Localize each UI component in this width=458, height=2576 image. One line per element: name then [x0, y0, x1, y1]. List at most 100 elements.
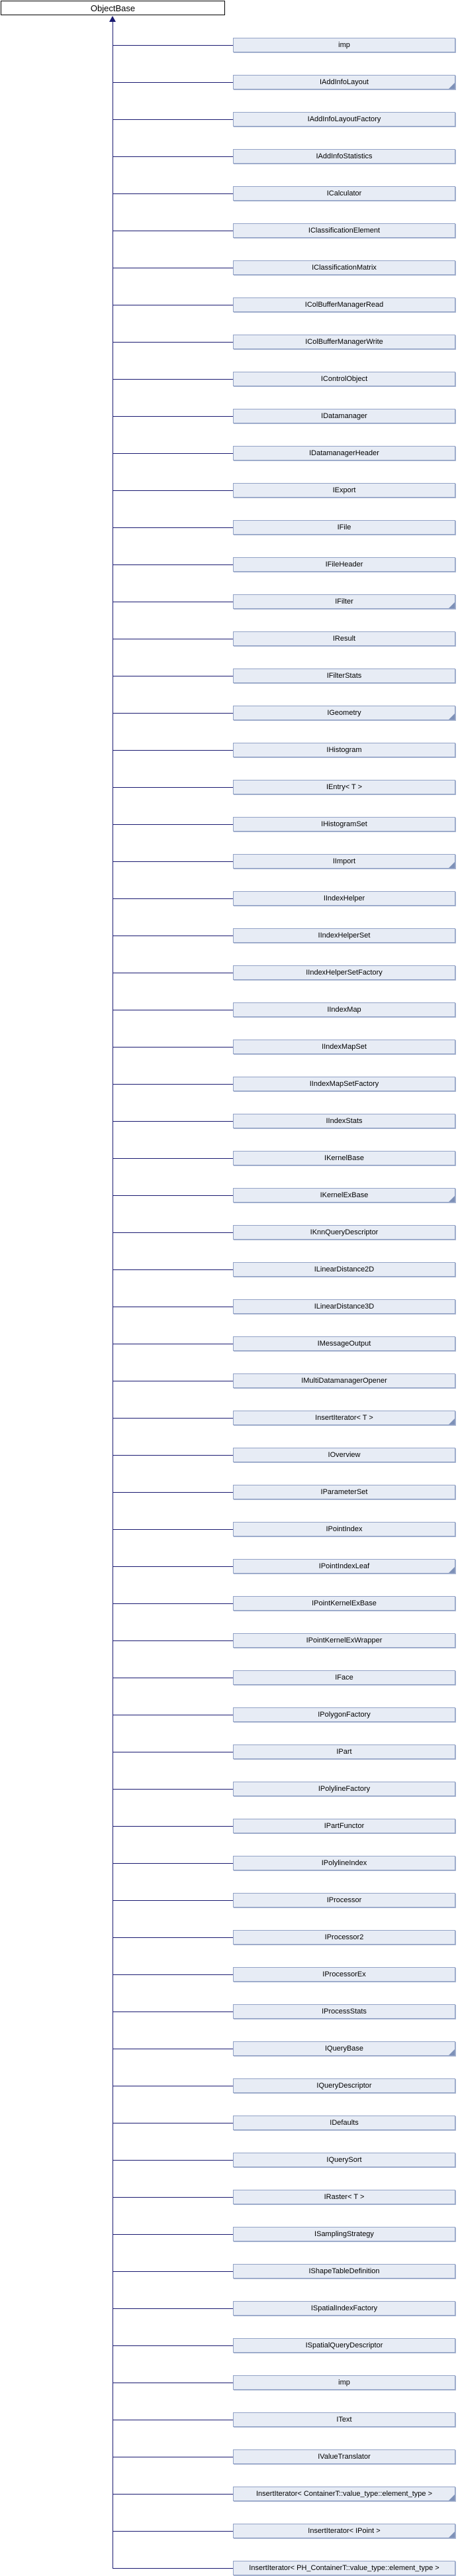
class-node[interactable]: IPointIndex [233, 1522, 455, 1536]
class-node[interactable]: ISpatialIndexFactory [233, 2301, 455, 2316]
class-node[interactable]: IMultiDatamanagerOpener [233, 1373, 455, 1388]
has-descendants-corner-icon [449, 2049, 455, 2055]
class-node[interactable]: IKernelBase [233, 1151, 455, 1165]
class-node[interactable]: InsertIterator< PH_ContainerT::value_typ… [233, 2561, 455, 2575]
class-node[interactable]: IDatamanager [233, 409, 455, 423]
class-node[interactable]: IGeometry [233, 706, 455, 720]
class-node[interactable]: IIndexHelper [233, 891, 455, 906]
class-node[interactable]: IIndexHelperSetFactory [233, 965, 455, 980]
class-node[interactable]: InsertIterator< IPoint > [233, 2524, 455, 2538]
class-node-label: IShapeTableDefinition [308, 2267, 380, 2275]
class-node[interactable]: IAddInfoLayoutFactory [233, 112, 455, 127]
class-node[interactable]: IResult [233, 631, 455, 646]
class-node[interactable]: InsertIterator< T > [233, 1411, 455, 1425]
class-node[interactable]: IFileHeader [233, 557, 455, 572]
class-node[interactable]: IProcessor2 [233, 1930, 455, 1945]
class-node[interactable]: IKernelExBase [233, 1188, 455, 1203]
branch-line [113, 453, 233, 454]
class-node-label: InsertIterator< T > [315, 1414, 373, 1422]
class-node-label: ILinearDistance2D [314, 1265, 375, 1273]
class-node[interactable]: IFile [233, 520, 455, 535]
class-node[interactable]: IIndexMapSetFactory [233, 1077, 455, 1091]
class-node[interactable]: IHistogramSet [233, 817, 455, 832]
class-node[interactable]: InsertIterator< ContainerT::value_type::… [233, 2487, 455, 2501]
class-node[interactable]: IPolygonFactory [233, 1707, 455, 1722]
branch-line [113, 379, 233, 380]
branch-line [113, 193, 233, 194]
class-node-label: IFace [335, 1674, 353, 1682]
class-node[interactable]: imp [233, 2375, 455, 2390]
class-node-label: IIndexMapSet [322, 1043, 367, 1051]
class-node[interactable]: IRaster< T > [233, 2190, 455, 2204]
class-node-label: IIndexStats [326, 1117, 363, 1125]
class-node[interactable]: IPointKernelExWrapper [233, 1633, 455, 1648]
class-node[interactable]: IMessageOutput [233, 1336, 455, 1351]
class-node-label: IColBufferManagerWrite [305, 338, 383, 346]
class-node-label: IOverview [328, 1451, 361, 1459]
class-node[interactable]: IFilter [233, 594, 455, 609]
branch-line [113, 713, 233, 714]
class-node[interactable]: IPointIndexLeaf [233, 1559, 455, 1574]
class-node-label: IFileHeader [325, 561, 363, 568]
class-node[interactable]: IClassificationMatrix [233, 260, 455, 275]
class-node-label: IPolygonFactory [318, 1711, 371, 1719]
class-node[interactable]: imp [233, 38, 455, 52]
class-node[interactable]: IIndexMap [233, 1002, 455, 1017]
class-node-label: IClassificationElement [308, 227, 381, 235]
class-node[interactable]: IFace [233, 1670, 455, 1685]
class-node[interactable]: IFilterStats [233, 669, 455, 683]
class-node[interactable]: IColBufferManagerWrite [233, 335, 455, 349]
class-node[interactable]: IPolylineIndex [233, 1856, 455, 1870]
class-node[interactable]: IImport [233, 854, 455, 869]
class-node[interactable]: IProcessorEx [233, 1967, 455, 1982]
branch-line [113, 119, 233, 120]
class-node-label: IQueryBase [324, 2045, 364, 2053]
class-node[interactable]: ISpatialQueryDescriptor [233, 2338, 455, 2353]
class-node[interactable]: IAddInfoStatistics [233, 149, 455, 164]
class-node[interactable]: IIndexHelperSet [233, 928, 455, 943]
class-node[interactable]: IValueTranslator [233, 2449, 455, 2464]
class-node[interactable]: IExport [233, 483, 455, 498]
class-node[interactable]: IColBufferManagerRead [233, 297, 455, 312]
class-node[interactable]: ILinearDistance3D [233, 1299, 455, 1314]
class-node-label: ISpatialQueryDescriptor [305, 2341, 383, 2349]
branch-line [113, 898, 233, 899]
class-node-label: IEntry< T > [326, 783, 362, 791]
branch-line [113, 1603, 233, 1604]
class-node[interactable]: IDatamanagerHeader [233, 446, 455, 460]
class-node[interactable]: IProcessor [233, 1893, 455, 1907]
class-node[interactable]: IEntry< T > [233, 780, 455, 794]
class-node-label: ISamplingStrategy [314, 2230, 374, 2238]
class-node[interactable]: IOverview [233, 1448, 455, 1462]
class-node-label: IQueryDescriptor [316, 2082, 372, 2090]
class-node[interactable]: IControlObject [233, 372, 455, 386]
branch-line [113, 416, 233, 417]
class-node[interactable]: IQuerySort [233, 2153, 455, 2167]
branch-line [113, 342, 233, 343]
class-node[interactable]: ISamplingStrategy [233, 2227, 455, 2241]
class-node-label: InsertIterator< PH_ContainerT::value_typ… [249, 2564, 439, 2572]
class-node[interactable]: IKnnQueryDescriptor [233, 1225, 455, 1240]
class-node[interactable]: IPolylineFactory [233, 1782, 455, 1796]
class-node[interactable]: ICalculator [233, 186, 455, 201]
class-node[interactable]: IParameterSet [233, 1485, 455, 1499]
class-node[interactable]: IClassificationElement [233, 223, 455, 238]
class-node[interactable]: IShapeTableDefinition [233, 2264, 455, 2279]
class-node[interactable]: IPart [233, 1744, 455, 1759]
class-node[interactable]: IIndexStats [233, 1114, 455, 1128]
class-node[interactable]: ILinearDistance2D [233, 1262, 455, 1277]
class-node[interactable]: IPointKernelExBase [233, 1596, 455, 1611]
class-node[interactable]: IQueryBase [233, 2041, 455, 2056]
class-node[interactable]: IProcessStats [233, 2004, 455, 2019]
class-node[interactable]: IQueryDescriptor [233, 2078, 455, 2093]
class-node[interactable]: IHistogram [233, 743, 455, 757]
class-node[interactable]: IPartFunctor [233, 1819, 455, 1833]
class-node[interactable]: IAddInfoLayout [233, 75, 455, 89]
class-node-label: InsertIterator< IPoint > [308, 2527, 381, 2535]
branch-line [113, 1937, 233, 1938]
class-node[interactable]: IDefaults [233, 2116, 455, 2130]
class-node[interactable]: IIndexMapSet [233, 1040, 455, 1054]
branch-line [113, 861, 233, 862]
branch-line [113, 2271, 233, 2272]
class-node[interactable]: IText [233, 2412, 455, 2427]
